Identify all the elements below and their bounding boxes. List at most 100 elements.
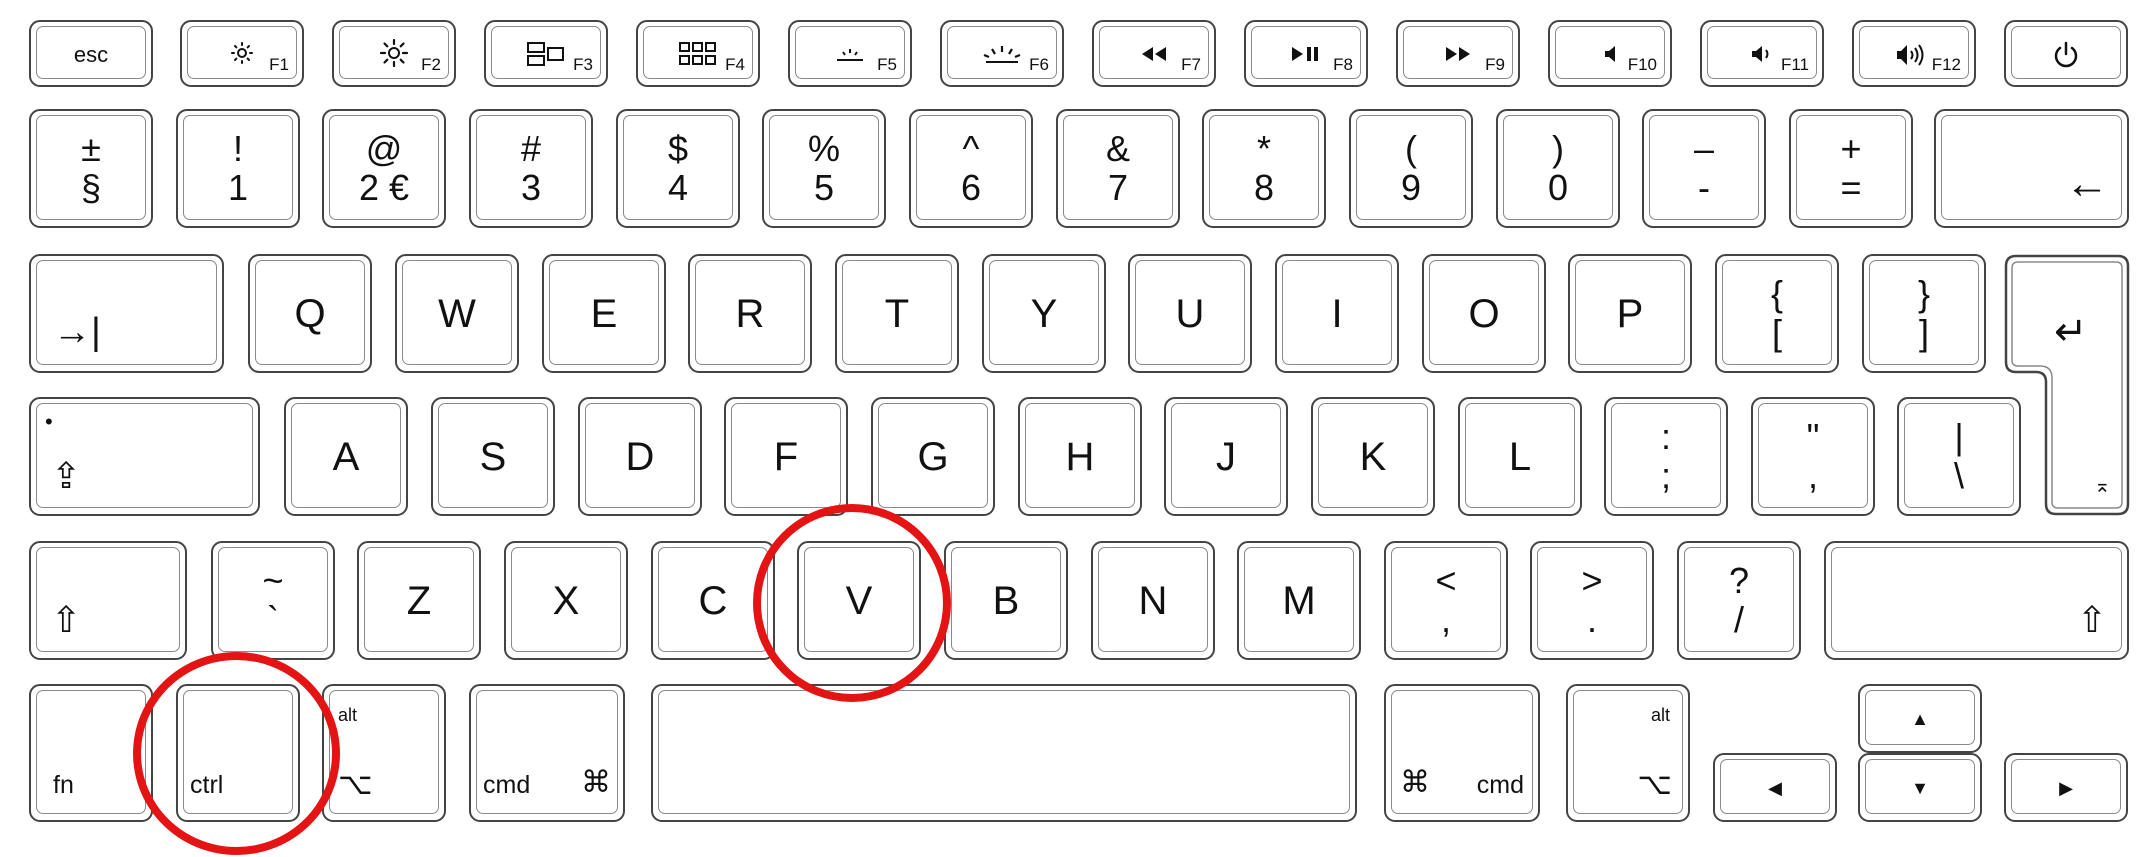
key-right-bracket: } ] [1862,254,1986,373]
key-lower-label: ` [267,599,279,641]
mission-control-icon [486,41,606,71]
key-label: Y [1030,291,1058,336]
key-t: T [835,254,959,373]
key-left-option: alt ⌥ [322,684,446,822]
key-8: * 8 [1202,109,1326,228]
key-f4: F4 [636,20,760,87]
key-f12: F12 [1852,20,1976,87]
f1-label: F1 [269,55,289,74]
f9-label: F9 [1485,55,1505,74]
key-3: # 3 [469,109,593,228]
key-lower-label: 5 [813,167,835,209]
f11-label: F11 [1780,55,1809,74]
key-label: W [438,291,476,336]
key-label: F [773,434,799,479]
key-cmd-label: cmd [1476,771,1524,799]
key-backslash: | \ [1897,397,2021,516]
key-f8: F8 [1244,20,1368,87]
key-h: H [1018,397,1142,516]
key-label: D [625,434,655,479]
key-lower-label: 1 [227,167,249,209]
key-label: L [1508,434,1532,479]
key-c: C [651,541,775,660]
key-fn: fn [29,684,153,822]
command-icon: ⌘ [581,766,611,799]
mute-icon [1550,44,1670,68]
key-arrow-up: ▲ [1858,684,1982,753]
key-0: ) 0 [1496,109,1620,228]
key-left-shift: ⇧ [29,541,187,660]
key-k: K [1311,397,1435,516]
key-label: X [552,578,580,623]
key-return: ↵ ⌅ [2004,254,2130,516]
key-label: R [735,291,765,336]
key-upper-label: $ [667,127,689,169]
key-lower-label: ] [1918,312,1929,354]
key-j: J [1164,397,1288,516]
key-q: Q [248,254,372,373]
keyboard-light-up-icon [942,44,1062,70]
key-f7: F7 [1092,20,1216,87]
key-label: S [479,434,507,479]
key-fn-label: fn [53,771,74,799]
key-lower-label: - [1698,167,1710,209]
key-w: W [395,254,519,373]
key-backspace: ← [1934,109,2129,228]
backspace-icon: ← [2065,159,2109,208]
key-label: M [1282,578,1316,623]
key-label: A [332,434,360,479]
key-1: ! 1 [176,109,300,228]
key-upper-label: > [1581,559,1603,601]
key-l: L [1458,397,1582,516]
key-label: Z [406,578,432,623]
key-upper-label: @ [365,127,403,169]
key-tab: →| [29,254,224,373]
key-upper-label: ^ [962,127,980,169]
key-label: T [884,291,910,336]
key-arrow-right: ▶ [2004,753,2128,822]
key-f2: F2 [332,20,456,87]
key-v: V [797,541,921,660]
key-o: O [1422,254,1546,373]
key-upper-label: ? [1728,559,1750,601]
keyboard-light-down-icon [790,46,910,68]
key-label: I [1331,291,1343,336]
key-caps-lock: • ⇪ [29,397,260,516]
key-period: > . [1530,541,1654,660]
key-arrow-left: ◀ [1713,753,1837,822]
up-arrow-icon: ▲ [1911,708,1929,729]
key-d: D [578,397,702,516]
key-left-bracket: { [ [1715,254,1839,373]
key-lower-label: 8 [1253,167,1275,209]
key-f5: F5 [788,20,912,87]
key-lower-label: § [80,167,102,209]
key-slash: ? / [1677,541,1801,660]
enter-icon: ⌅ [2094,475,2111,497]
key-upper-label: # [520,127,542,169]
shift-icon: ⇧ [2076,599,2107,640]
launchpad-icon [638,41,758,71]
key-comma: < , [1384,541,1508,660]
key-label: J [1216,434,1236,479]
key-label: E [590,291,618,336]
key-lower-label: ; [1660,455,1671,497]
key-upper-label: { [1770,272,1784,314]
return-icon: ↵ [2054,310,2088,354]
key-f6: F6 [940,20,1064,87]
key-semicolon: : ; [1604,397,1728,516]
power-icon [2006,40,2126,74]
volume-down-icon [1702,44,1822,68]
key-alt-label: alt [338,705,358,725]
key-upper-label: + [1840,127,1862,169]
play-pause-icon [1246,46,1366,66]
key-upper-label: % [807,127,840,169]
key-lower-label: / [1733,599,1744,641]
key-cmd-label: cmd [483,771,531,799]
rewind-icon [1094,46,1214,66]
key-f9: F9 [1396,20,1520,87]
key-upper-label: & [1105,127,1130,169]
right-arrow-icon: ▶ [2059,777,2073,798]
key-u: U [1128,254,1252,373]
key-g: G [871,397,995,516]
